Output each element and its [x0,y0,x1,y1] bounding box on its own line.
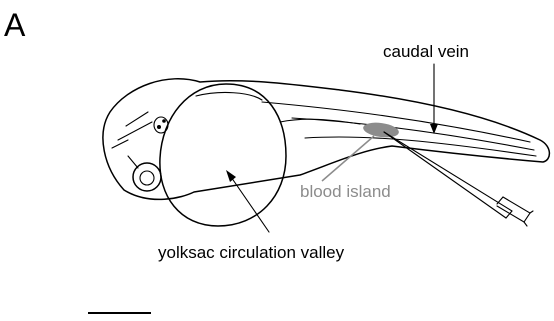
blood-island-label: blood island [300,182,391,201]
blood-island [362,121,400,140]
caudal-vein-label: caudal vein [383,42,469,61]
yolksac-valley-label: yolksac circulation valley [158,243,345,262]
yolk-extension [280,119,360,124]
trunk-line-lower [305,137,536,156]
head-line-1 [118,122,152,140]
eye-pupil-2 [162,119,166,123]
otic-vesicle-inner [140,171,154,185]
head-line-2 [126,112,148,126]
head-line-3 [112,140,128,148]
head-line-4 [128,156,138,168]
otic-vesicle-outer [133,163,161,191]
eye-pupil-1 [157,125,161,129]
blood-island-pointer [322,136,374,181]
trunk-line-upper [262,102,530,142]
panel-label: A [4,7,26,43]
yolk-inner-line [196,93,262,100]
yolk-sac [160,84,286,226]
yolksac-valley-arrowhead [226,170,236,182]
